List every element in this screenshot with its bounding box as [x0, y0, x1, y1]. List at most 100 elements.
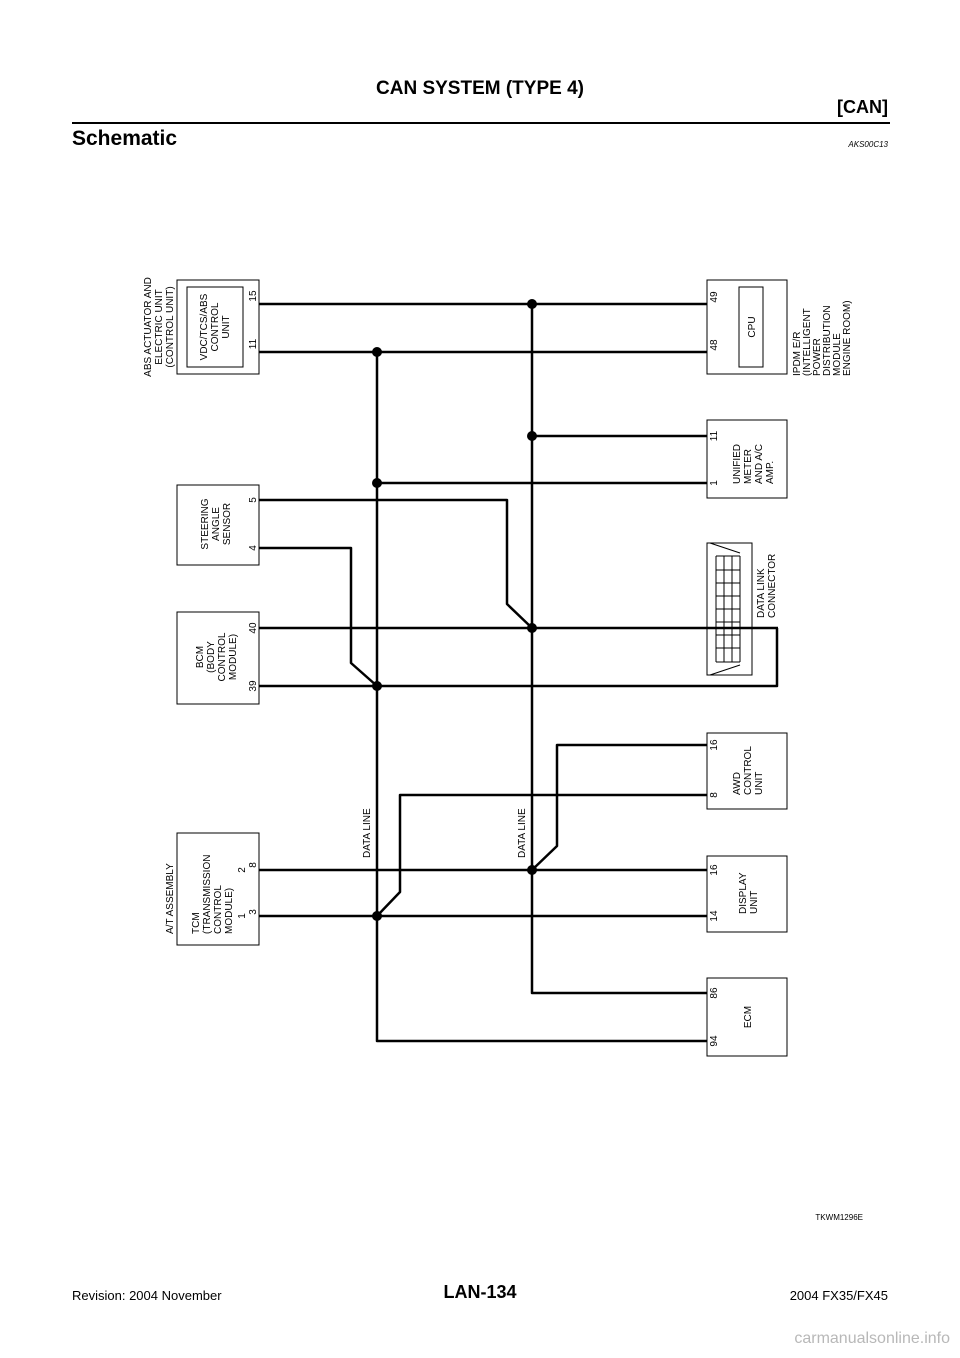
abs-pin-15: 15: [248, 290, 259, 302]
meter-line3: AND A/C: [754, 444, 765, 484]
awd-pin-16: 16: [709, 739, 720, 751]
junction-dot: [527, 865, 537, 875]
awd-line2: CONTROL: [743, 746, 754, 795]
meter-line2: METER: [743, 449, 754, 484]
ecm-box: [706, 977, 788, 1057]
tcm-line2: (TRANSMISSION: [202, 855, 213, 934]
bcm-box: [176, 611, 260, 705]
steering-sensor-box: [176, 484, 260, 566]
data-line-label-left: DATA LINE: [362, 808, 373, 858]
tcm-box: [176, 832, 260, 946]
awd-pin-8: 8: [709, 792, 720, 798]
data-line-label-right: DATA LINE: [517, 808, 528, 858]
ipdm-cpu-label: CPU: [747, 316, 758, 337]
data-link-connector: [706, 542, 753, 676]
display-texts: 14 16 DISPLAY UNIT: [709, 864, 760, 922]
watermark: carmanualsonline.info: [794, 1330, 950, 1347]
ipdm-caption-line4: DISTRIBUTION: [822, 305, 833, 376]
tcm-line4: MODULE): [224, 888, 235, 934]
meter-box: [706, 419, 788, 499]
bcm-line2: (BODY: [206, 641, 217, 673]
dlc-outline: [706, 542, 753, 676]
tcm-line3: CONTROL: [213, 885, 224, 934]
steering-pin-5: 5: [248, 497, 259, 503]
junction-dots: [372, 299, 537, 921]
ipdm-box: [706, 279, 788, 375]
display-line2: UNIT: [749, 891, 760, 914]
junction-dot: [372, 681, 382, 691]
dlc-line2: CONNECTOR: [767, 554, 778, 618]
revision-date: Revision: 2004 November: [72, 1288, 222, 1303]
display-pin-16: 16: [709, 864, 720, 876]
junction-dot: [372, 911, 382, 921]
wire-steering-5: [259, 498, 533, 629]
ecm-pin-94: 94: [709, 1035, 720, 1047]
junction-dot: [527, 623, 537, 633]
tcm-caption: A/T ASSEMBLY: [165, 863, 176, 934]
abs-unit-box: [176, 279, 260, 375]
awd-box: [706, 732, 788, 810]
steering-texts: STEERING ANGLE SENSOR 4 5: [200, 497, 259, 551]
display-line1: DISPLAY: [738, 872, 749, 914]
awd-line3: UNIT: [754, 772, 765, 795]
ipdm-caption: IPDM E/R (INTELLIGENT POWER DISTRIBUTION…: [792, 300, 853, 376]
bcm-pin-40: 40: [248, 622, 259, 634]
bcm-pin-39: 39: [248, 680, 259, 692]
wire-awd-16: [531, 743, 707, 871]
meter-pin-1: 1: [709, 480, 720, 486]
left-unit-boxes: [176, 279, 260, 946]
ecm-label: ECM: [743, 1006, 754, 1028]
wire-steering-4: [259, 546, 378, 687]
meter-line1: UNIFIED: [732, 444, 743, 484]
junction-dot: [527, 431, 537, 441]
abs-inner-line3: UNIT: [221, 315, 232, 338]
bcm-line1: BCM: [195, 646, 206, 668]
ipdm-cpu-box: [738, 286, 764, 368]
junction-dot: [372, 478, 382, 488]
page-heading: Schematic: [72, 127, 178, 150]
ipdm-caption-line6: ENGINE ROOM): [842, 300, 853, 376]
section-tag: [CAN]: [837, 97, 888, 117]
awd-line1: AWD: [732, 772, 743, 795]
vehicle-model: 2004 FX35/FX45: [789, 1288, 888, 1303]
abs-texts: ABS ACTUATOR AND ELECTRIC UNIT (CONTROL …: [143, 277, 259, 377]
steering-line2: ANGLE: [211, 507, 222, 541]
tcm-pin-8: 8: [248, 862, 259, 868]
steering-pin-4: 4: [248, 545, 259, 551]
tcm-texts: A/T ASSEMBLY TCM (TRANSMISSION CONTROL M…: [165, 855, 259, 934]
abs-inner-line2: CONTROL: [210, 302, 221, 351]
display-pin-14: 14: [709, 910, 720, 922]
bcm-line3: CONTROL: [217, 632, 228, 681]
ecm-pin-86: 86: [709, 987, 720, 999]
dlc-bevel-bottom: [709, 664, 741, 676]
can-bus-line-right: [530, 304, 707, 995]
abs-inner-line1: VDC/TCS/ABS: [199, 293, 210, 360]
junction-dot: [527, 299, 537, 309]
reference-code: AKS00C13: [848, 140, 888, 149]
steering-line1: STEERING: [200, 498, 211, 549]
junction-dot: [372, 347, 382, 357]
dlc-texts: DATA LINK CONNECTOR: [756, 554, 778, 618]
abs-pin-11: 11: [248, 338, 259, 349]
display-box: [706, 855, 788, 933]
ipdm-pin-48: 48: [709, 339, 720, 351]
can-bus-line-left: [375, 352, 707, 1043]
ipdm-caption-line3: POWER: [812, 338, 823, 376]
tcm-pin-3: 3: [248, 909, 259, 915]
meter-line4: AMP.: [765, 461, 776, 484]
tcm-internal-pin-2: 2: [237, 867, 248, 873]
meter-texts: 1 11 UNIFIED METER AND A/C AMP.: [709, 430, 776, 485]
right-unit-boxes: [706, 279, 788, 1057]
page-header-title: CAN SYSTEM (TYPE 4): [376, 78, 584, 99]
ipdm-caption-line1: IPDM E/R: [792, 332, 803, 376]
abs-inner-box: [186, 286, 244, 368]
ipdm-caption-line5: MODULE: [832, 333, 843, 376]
tcm-line1: TCM: [191, 912, 202, 934]
ipdm-texts: 48 49 CPU: [709, 291, 758, 351]
abs-caption-line2: ELECTRIC UNIT: [154, 289, 165, 365]
figure-code: TKWM1296E: [815, 1213, 863, 1222]
tcm-internal-pin-1: 1: [237, 913, 248, 919]
steering-line3: SENSOR: [222, 503, 233, 545]
ecm-texts: 94 86 ECM: [709, 987, 754, 1047]
dlc-pin-grid: [715, 555, 741, 663]
